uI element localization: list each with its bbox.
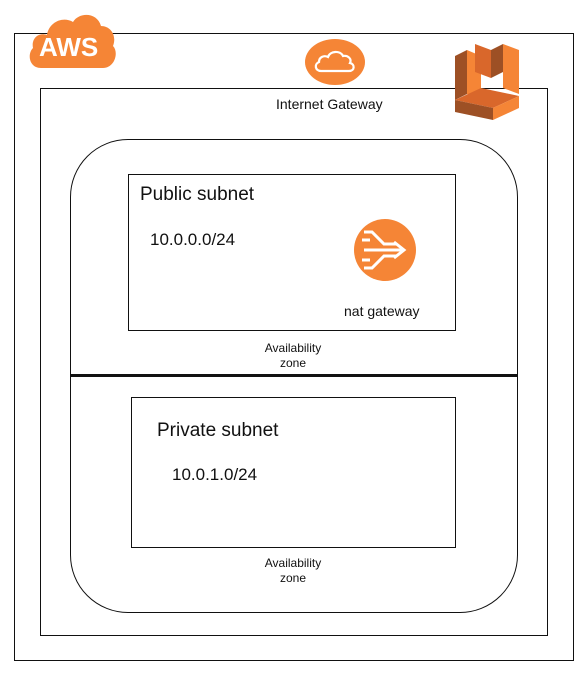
internet-gateway-icon xyxy=(304,38,366,86)
public-subnet-box xyxy=(128,174,456,331)
availability-zone-line1: Availability xyxy=(264,556,322,570)
public-subnet-cidr: 10.0.0.0/24 xyxy=(150,230,236,249)
availability-zone-label: Availability zone xyxy=(243,556,343,586)
internet-gateway-cloud-icon xyxy=(305,39,365,85)
private-subnet-title: Private subnet xyxy=(157,420,279,441)
availability-zone-line2: zone xyxy=(279,571,307,585)
vpc-boundary xyxy=(40,88,548,636)
private-subnet-cidr: 10.0.1.0/24 xyxy=(172,465,258,484)
nat-gateway-label: nat gateway xyxy=(344,303,420,319)
aws-cloud-logo-icon xyxy=(29,14,116,68)
private-subnet-box xyxy=(131,397,456,548)
aws-logo: AWS xyxy=(27,10,117,70)
public-subnet-title: Public subnet xyxy=(140,184,255,205)
nat-gateway-icon xyxy=(354,219,416,281)
aws-logo-text: AWS xyxy=(39,32,99,62)
zone-divider xyxy=(70,374,518,377)
nat-gateway xyxy=(346,218,424,282)
availability-zone-line2: zone xyxy=(279,356,307,370)
internet-gateway-label: Internet Gateway xyxy=(276,96,383,112)
aws-service-icon xyxy=(455,44,519,120)
availability-zone-line1: Availability xyxy=(264,341,322,355)
aws-cloud-boundary xyxy=(14,33,574,661)
availability-zone-label: Availability zone xyxy=(243,341,343,371)
aws-service-cube-icon xyxy=(455,44,519,120)
